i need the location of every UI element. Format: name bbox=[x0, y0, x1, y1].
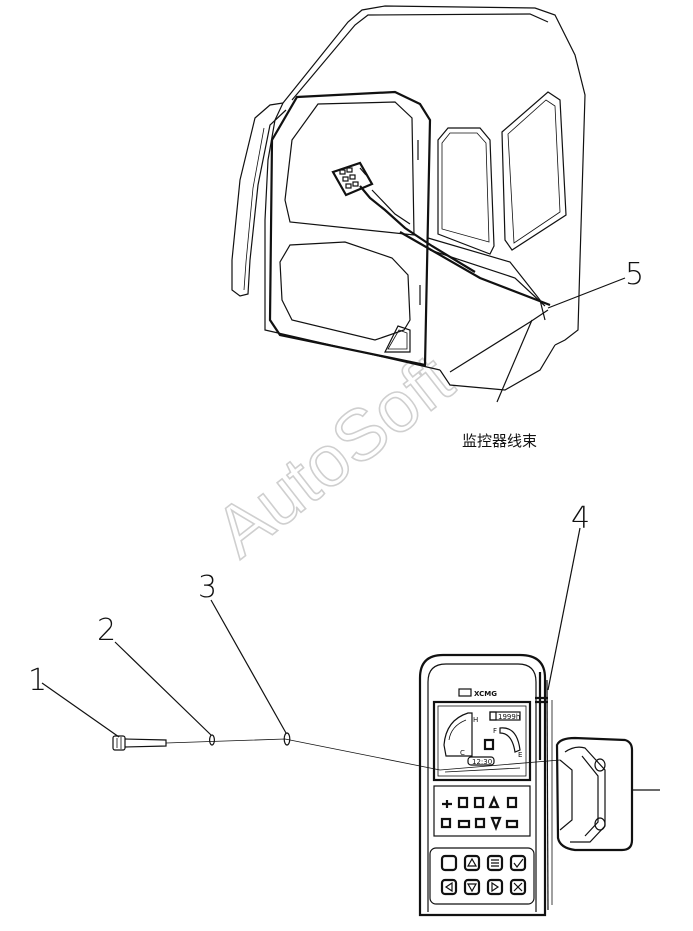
monitor-screen bbox=[432, 700, 532, 782]
monitor-button-cancel[interactable] bbox=[509, 878, 527, 896]
cab-assembly bbox=[231, 5, 626, 403]
temp-cold-label: C bbox=[460, 749, 465, 757]
monitor-part-4: XCMG H C 1999h F E 12:30 bbox=[418, 653, 553, 917]
clock-display: 12:30 bbox=[472, 758, 492, 766]
callout-3: 3 bbox=[198, 570, 217, 605]
cab-monitor-icon bbox=[331, 161, 374, 197]
hour-meter: 1999h bbox=[498, 713, 520, 721]
callout-4: 4 bbox=[571, 501, 590, 536]
brand-text: XCMG bbox=[474, 690, 497, 698]
callout-5: 5 bbox=[625, 257, 644, 292]
fuel-empty-label: E bbox=[518, 751, 522, 759]
monitor-buttons bbox=[440, 854, 527, 896]
mounting-bracket bbox=[555, 736, 660, 852]
bolt-part-1 bbox=[112, 735, 167, 751]
callout-2: 2 bbox=[97, 613, 116, 648]
monitor-button-confirm[interactable] bbox=[509, 854, 527, 872]
monitor-button-left[interactable] bbox=[440, 878, 458, 896]
indicator-icons bbox=[440, 795, 519, 831]
harness-label: 监控器线束 bbox=[462, 432, 537, 450]
watermark: AutoSoft bbox=[201, 340, 468, 573]
monitor-button-menu[interactable] bbox=[486, 854, 504, 872]
brand-logo-icon bbox=[458, 688, 472, 697]
harness-wire bbox=[359, 185, 476, 273]
indicator-panel bbox=[433, 785, 531, 837]
monitor-button-1[interactable] bbox=[440, 854, 458, 872]
button-panel bbox=[429, 847, 535, 905]
callout-1: 1 bbox=[28, 663, 47, 698]
monitor-button-right[interactable] bbox=[486, 878, 504, 896]
fuel-full-label: F bbox=[493, 727, 497, 735]
washer-part-2 bbox=[209, 734, 216, 746]
temp-hot-label: H bbox=[473, 716, 478, 724]
monitor-button-up[interactable] bbox=[463, 854, 481, 872]
monitor-button-down[interactable] bbox=[463, 878, 481, 896]
fuel-pump-icon bbox=[483, 738, 495, 751]
